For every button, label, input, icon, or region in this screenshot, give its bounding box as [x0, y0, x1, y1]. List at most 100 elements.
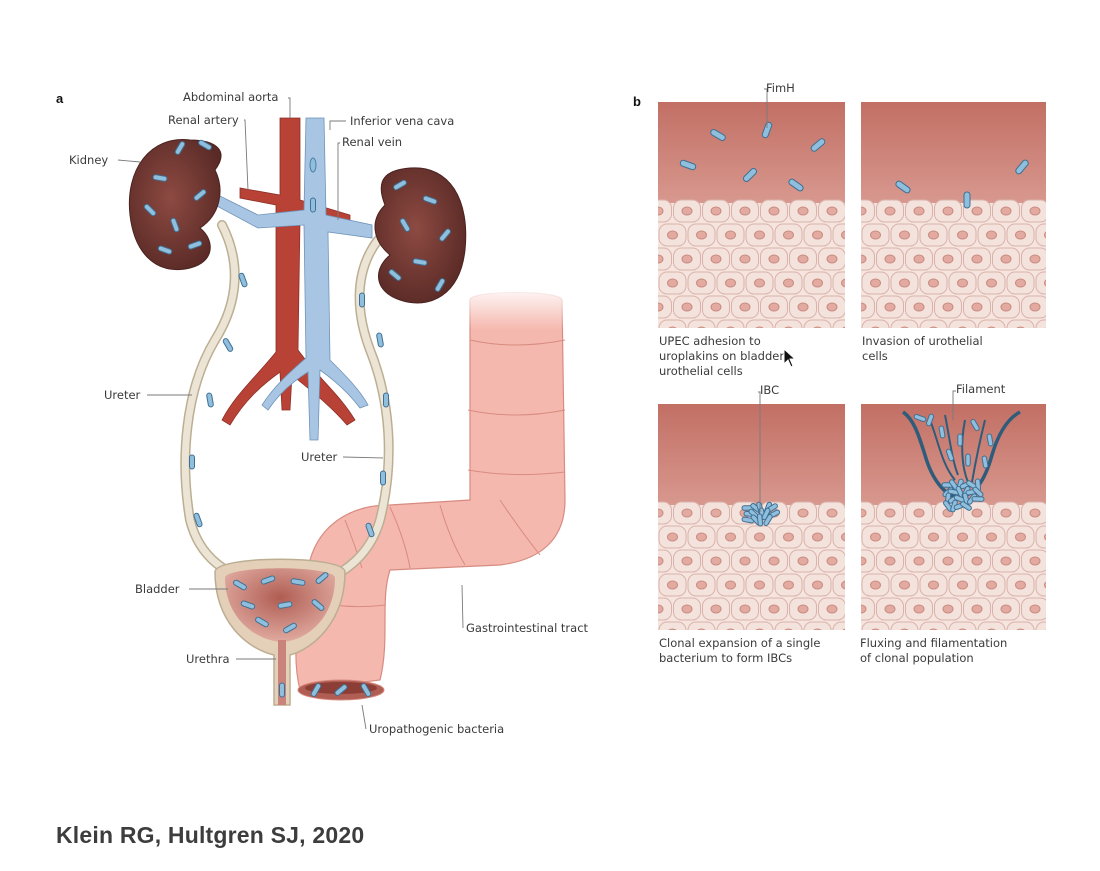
cell-nucleus: [681, 556, 693, 566]
urothelial-cell: [919, 319, 948, 328]
cell-nucleus: [739, 206, 751, 216]
bacterium-icon: [763, 514, 773, 526]
cell-nucleus: [986, 580, 997, 590]
bacterium-icon: [206, 392, 214, 408]
urothelial-cell: [1051, 598, 1078, 620]
bacterium-icon: [222, 338, 234, 352]
panel-b-step-3: [658, 404, 845, 630]
cell-nucleus: [900, 628, 909, 630]
cell-nucleus: [658, 254, 664, 264]
urothelial-cell: [658, 501, 672, 525]
caption-step-4-line-1: Fluxing and filamentation: [860, 636, 1007, 650]
cell-nucleus: [971, 254, 983, 264]
urothelial-cell: [1035, 573, 1046, 597]
cell-nucleus: [841, 230, 845, 240]
cell-nucleus: [1059, 653, 1069, 661]
bacterium-icon: [315, 572, 329, 584]
bacteria-group-a: [143, 139, 451, 698]
urothelial-cell: [658, 199, 672, 223]
bacterium-icon: [957, 433, 963, 447]
great-vessels: [214, 117, 373, 441]
cell-nucleus: [871, 326, 880, 328]
urothelial-cell: [658, 621, 687, 630]
cell-nucleus: [710, 206, 722, 216]
bacterium-icon: [971, 496, 985, 502]
cell-nucleus: [797, 254, 809, 264]
bacterium-icon: [277, 601, 293, 609]
urothelial-cell: [861, 247, 875, 271]
urothelial-cell: [1065, 622, 1092, 644]
bacteria-group-b: [679, 121, 1029, 527]
label-renal-artery: Renal artery: [168, 113, 239, 127]
urothelial-cell: [1065, 526, 1092, 548]
cell-nucleus: [1074, 231, 1084, 239]
urothelial-cell: [977, 319, 1006, 328]
bacterium-icon: [679, 159, 697, 171]
urothelial-cell: [1051, 296, 1078, 318]
cell-nucleus: [841, 278, 845, 288]
panel-b: b FimH IB: [633, 81, 1092, 665]
cell-nucleus: [913, 302, 925, 312]
cell-nucleus: [768, 556, 780, 566]
cell-nucleus: [899, 532, 910, 542]
cell-nucleus: [884, 508, 896, 518]
cell-nucleus: [913, 254, 925, 264]
cell-nucleus: [755, 628, 764, 630]
cell-nucleus: [861, 206, 867, 216]
cell-nucleus: [929, 326, 938, 328]
cell-nucleus: [658, 508, 664, 518]
cell-nucleus: [971, 508, 983, 518]
urothelial-cell: [919, 621, 948, 630]
urothelial-cell: [687, 319, 716, 328]
cell-nucleus: [957, 580, 968, 590]
urothelial-cell: [1051, 344, 1078, 366]
cell-nucleus: [681, 604, 693, 614]
cell-nucleus: [987, 628, 996, 630]
cell-nucleus: [1044, 581, 1046, 589]
cell-nucleus: [826, 556, 838, 566]
cell-nucleus: [1029, 556, 1041, 566]
cell-nucleus: [1044, 533, 1046, 541]
bacterium-icon: [334, 684, 348, 696]
leader-lines-a: [117, 97, 464, 730]
urothelial-cell: [1051, 200, 1078, 222]
urothelial-cell: [658, 597, 672, 621]
bacterium-icon: [143, 203, 157, 217]
cell-nucleus: [884, 604, 896, 614]
urothelial-cell: [745, 621, 774, 630]
cell-nucleus: [913, 604, 925, 614]
cell-nucleus: [725, 580, 736, 590]
label-inferior-vena-cava: Inferior vena cava: [350, 114, 454, 128]
bacterium-icon: [945, 448, 955, 462]
bacterium-icon: [360, 683, 372, 697]
cell-nucleus: [943, 351, 953, 359]
cell-nucleus: [942, 302, 954, 312]
cell-nucleus: [755, 326, 764, 328]
bacterium-icon: [388, 269, 402, 281]
bacterium-icon: [422, 195, 438, 205]
cell-nucleus: [928, 278, 939, 288]
cell-nucleus: [826, 254, 838, 264]
bacterium-icon: [238, 272, 248, 288]
panel-b-step-2: [861, 102, 1084, 366]
urothelial-cell: [687, 621, 716, 630]
cell-nucleus: [861, 508, 867, 518]
urothelial-cell: [1035, 525, 1046, 549]
cell-nucleus: [1000, 556, 1012, 566]
bacterium-icon: [365, 522, 375, 538]
cell-nucleus: [870, 532, 881, 542]
urothelial-cell: [716, 319, 745, 328]
urothelial-cell: [1006, 319, 1035, 328]
caption-step-1-line-3: urothelial cells: [659, 364, 743, 378]
cell-nucleus: [899, 278, 910, 288]
urothelial-cell: [861, 597, 875, 621]
cell-nucleus: [957, 278, 968, 288]
urothelial-cell: [745, 319, 774, 328]
cell-nucleus: [784, 628, 793, 630]
bacterium-icon: [376, 332, 384, 348]
urothelial-cell: [774, 621, 803, 630]
cell-nucleus: [1044, 279, 1046, 287]
cell-nucleus: [1045, 629, 1046, 630]
panel-b-step-4: [861, 404, 1092, 661]
bacterium-icon: [986, 433, 994, 447]
